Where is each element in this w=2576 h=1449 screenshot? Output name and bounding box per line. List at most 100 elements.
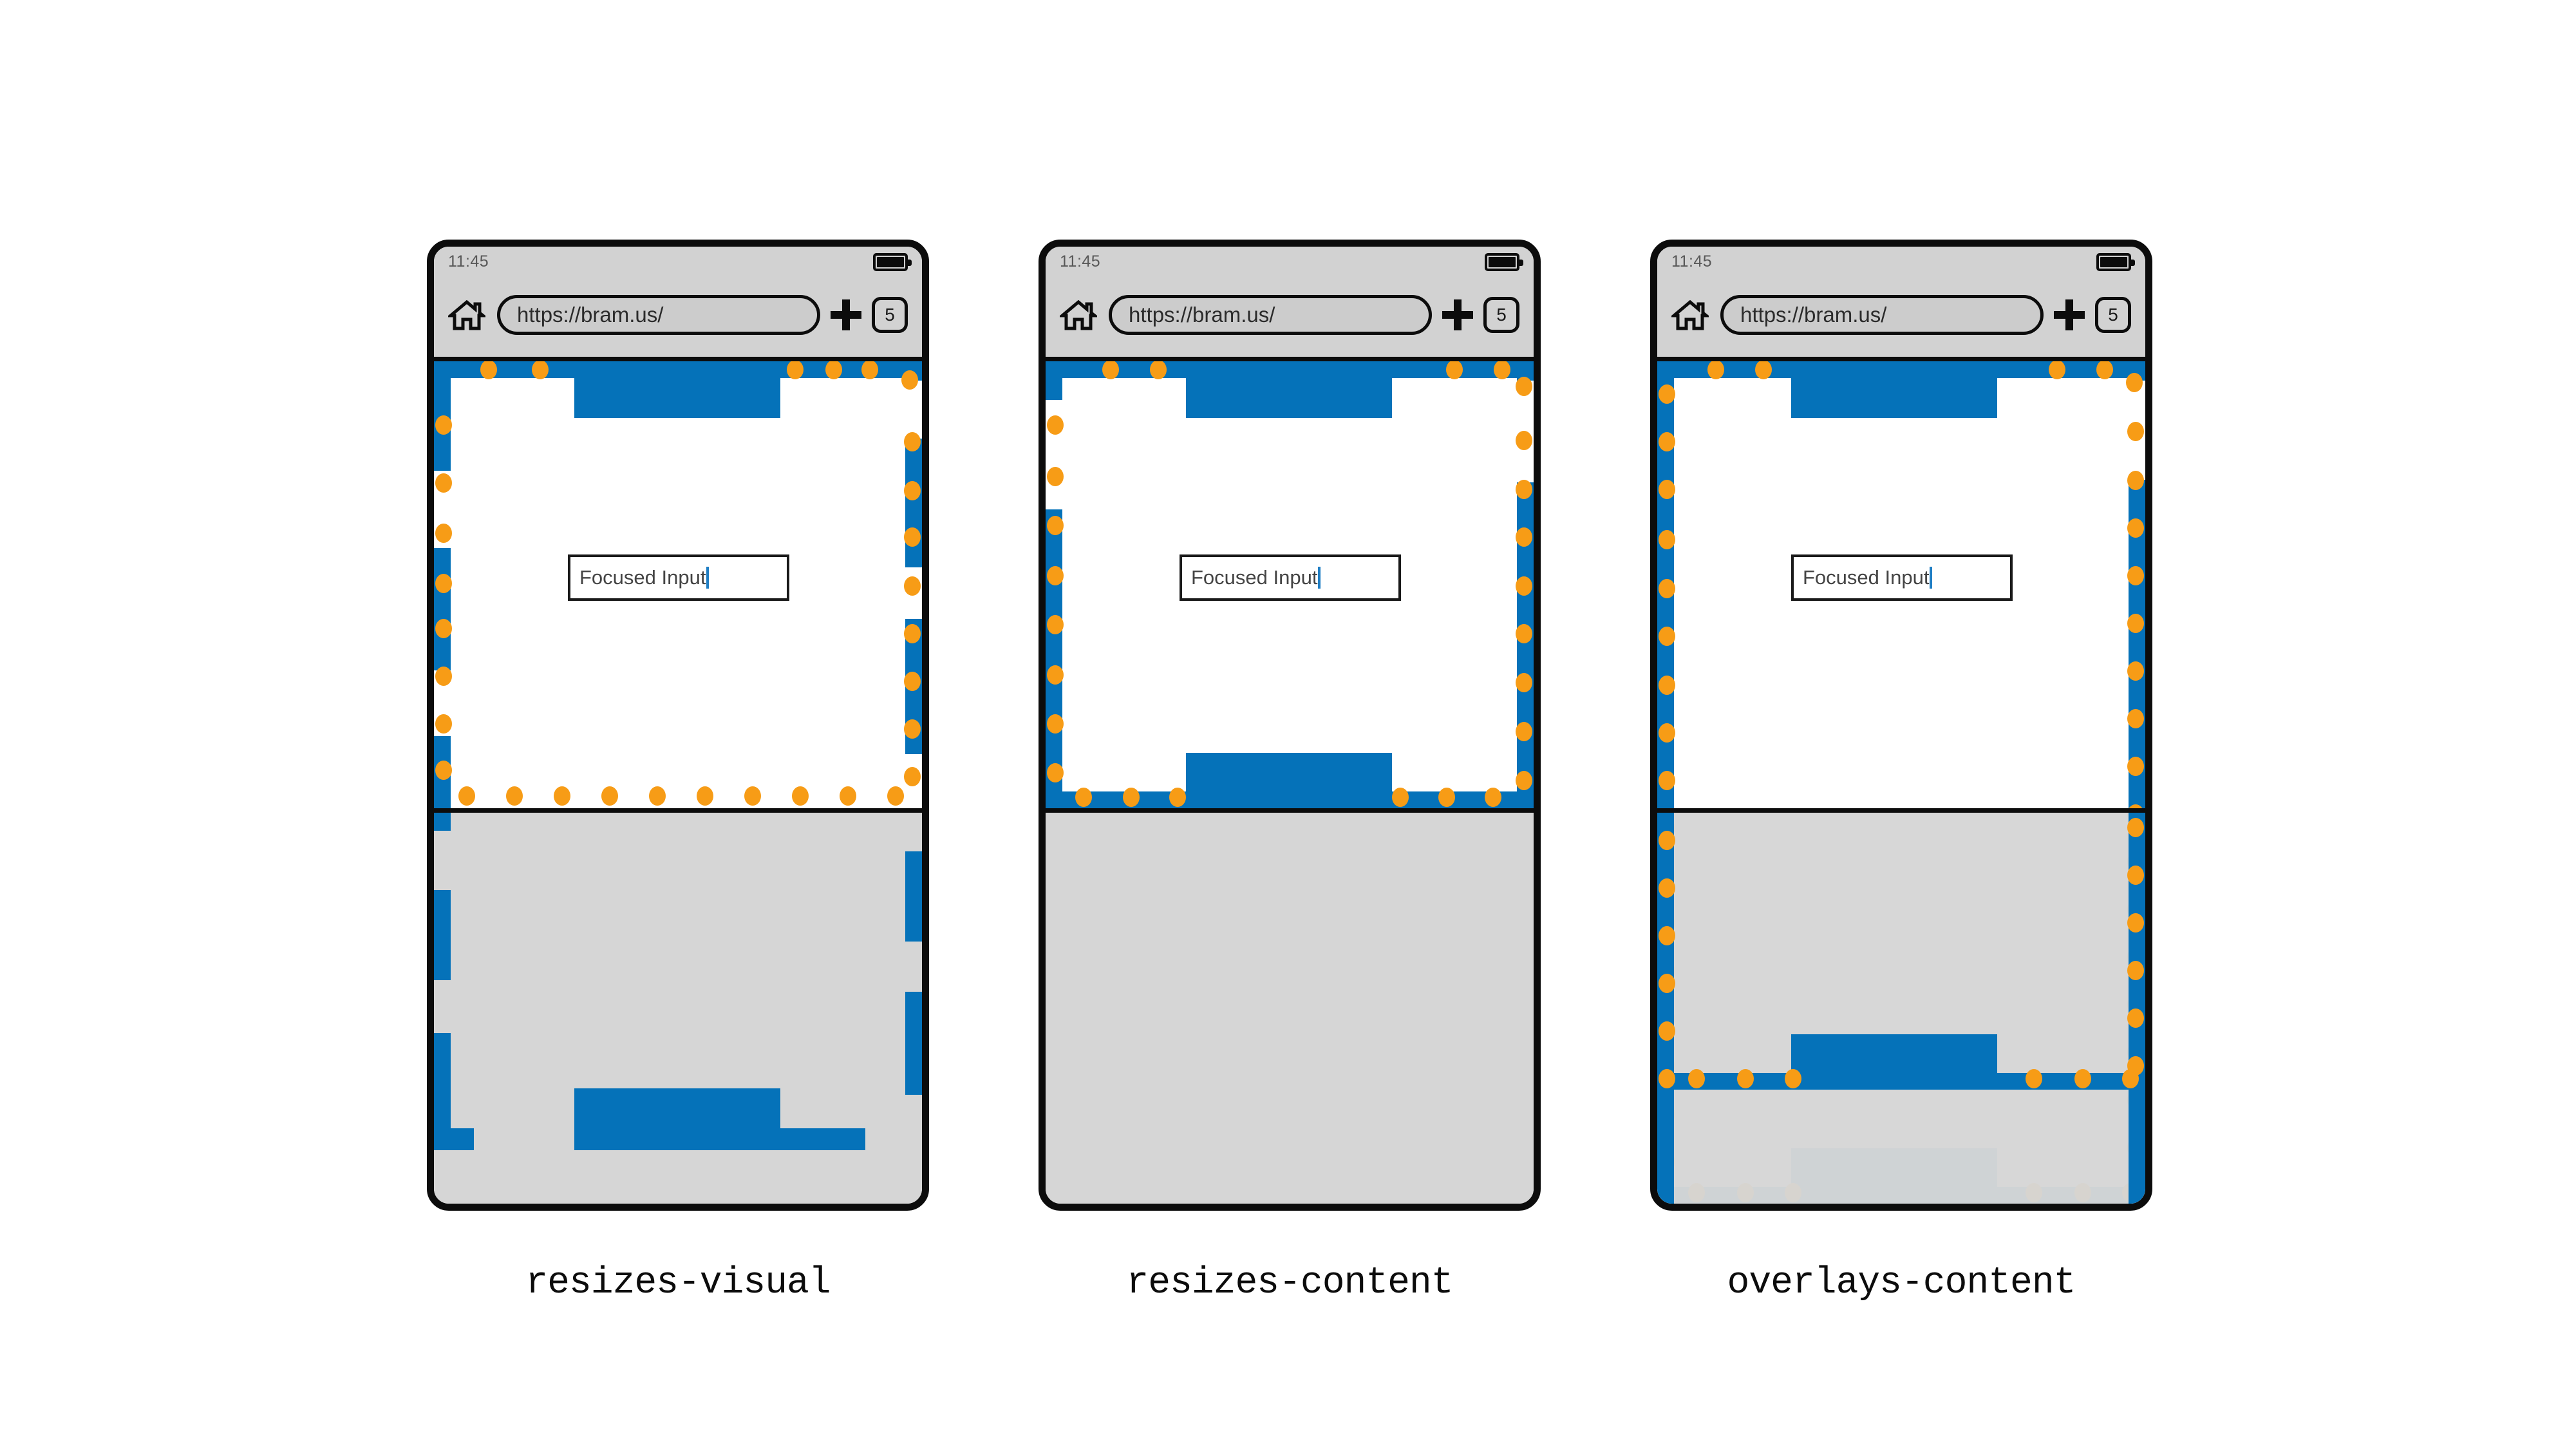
marker-dot [435, 574, 452, 593]
highlight-band-overlay-left [1657, 813, 1674, 1204]
browser-chrome: 11:45 https://bram.us/ 5 [1657, 247, 2145, 361]
marker-dot [1169, 788, 1186, 807]
marker-dot [506, 786, 523, 806]
marker-dot [1659, 723, 1675, 743]
marker-dot [2126, 373, 2143, 392]
text-caret [706, 567, 710, 589]
plus-icon[interactable] [1442, 299, 1473, 330]
text-caret [1930, 567, 1933, 589]
marker-dot [1659, 831, 1675, 850]
home-icon[interactable] [1060, 296, 1097, 334]
marker-dot [2127, 471, 2144, 490]
marker-dot [1047, 467, 1064, 486]
marker-dot [2127, 913, 2144, 933]
marker-dot [1659, 926, 1675, 945]
battery-full-icon [873, 253, 912, 271]
url-bar[interactable]: https://bram.us/ [1720, 295, 2044, 335]
status-bar: 11:45 [1046, 247, 1534, 278]
marker-dot [904, 432, 921, 451]
plus-icon[interactable] [831, 299, 861, 330]
url-bar[interactable]: https://bram.us/ [1109, 295, 1432, 335]
highlight-block-top-center [574, 361, 780, 418]
marker-dot [861, 361, 878, 379]
marker-dot [1737, 1069, 1754, 1088]
highlight-block-kbd-center [574, 1088, 780, 1150]
highlight-block-kbd-center-tail [780, 1128, 865, 1150]
marker-dot [1785, 1069, 1801, 1088]
viewport-content: Focused Input [1046, 361, 1534, 808]
marker-dot [1659, 480, 1675, 499]
marker-dot [1446, 361, 1463, 379]
marker-dot [435, 761, 452, 780]
focused-input[interactable]: Focused Input [568, 554, 789, 601]
marker-dot [1707, 361, 1724, 379]
focused-input-value: Focused Input [1803, 566, 1930, 589]
tab-count-badge[interactable]: 5 [1483, 297, 1519, 333]
status-clock: 11:45 [1060, 252, 1101, 270]
marker-dot [480, 361, 497, 379]
marker-dot [1659, 974, 1675, 993]
marker-dot [1047, 566, 1064, 585]
home-icon[interactable] [448, 296, 485, 334]
marker-dot [435, 473, 452, 493]
plus-icon[interactable] [2054, 299, 2085, 330]
marker-dot [697, 786, 713, 806]
marker-dot [1438, 788, 1455, 807]
highlight-band-kbd-right-seg1 [905, 851, 922, 942]
marker-dot [1047, 714, 1064, 734]
marker-dot [1392, 788, 1409, 807]
marker-dot [1516, 431, 1532, 450]
virtual-keyboard[interactable] [434, 808, 922, 1204]
focused-input[interactable]: Focused Input [1180, 554, 1401, 601]
marker-dot [435, 619, 452, 638]
phone-screen: 11:45 https://bram.us/ 5 [434, 247, 922, 1204]
marker-dot [1494, 361, 1510, 379]
tab-count-badge[interactable]: 5 [872, 297, 908, 333]
marker-dot [1047, 615, 1064, 634]
marker-dot [825, 361, 842, 379]
status-clock: 11:45 [1671, 252, 1713, 270]
marker-dot [904, 719, 921, 739]
marker-dot [904, 576, 921, 596]
marker-dot [1047, 763, 1064, 782]
url-bar[interactable]: https://bram.us/ [497, 295, 820, 335]
marker-dot [2122, 1069, 2139, 1088]
status-bar: 11:45 [434, 247, 922, 278]
url-text: https://bram.us/ [1740, 303, 1887, 327]
marker-dot [435, 415, 452, 435]
marker-dot [2127, 961, 2144, 980]
status-bar: 11:45 [1657, 247, 2145, 278]
virtual-keyboard[interactable] [1046, 808, 1534, 1204]
marker-dot [1516, 624, 1532, 643]
marker-dot [1516, 527, 1532, 547]
highlight-block-bottom-center [1186, 753, 1392, 808]
marker-dot [1047, 665, 1064, 685]
marker-dot [2096, 361, 2113, 379]
home-icon[interactable] [1671, 296, 1709, 334]
virtual-keyboard[interactable] [1657, 808, 2145, 1204]
focused-input[interactable]: Focused Input [1791, 554, 2013, 601]
highlight-band-kbd-left-seg0 [434, 813, 451, 831]
marker-dot [744, 786, 761, 806]
marker-dot [649, 786, 666, 806]
marker-dot [1485, 788, 1501, 807]
caption-overlays-content: overlays-content [1727, 1262, 2076, 1304]
highlight-band-kbd-left-seg1 [434, 890, 451, 980]
url-text: https://bram.us/ [517, 303, 664, 327]
marker-dot [904, 624, 921, 643]
marker-dot [435, 714, 452, 734]
marker-dot [2127, 614, 2144, 633]
marker-dot [787, 361, 804, 379]
tab-count-badge[interactable]: 5 [2095, 297, 2131, 333]
browser-toolbar: https://bram.us/ 5 [1046, 278, 1534, 352]
marker-dot [1516, 377, 1532, 396]
highlight-band-right-seg1 [905, 439, 922, 567]
highlight-band-left-seg2 [434, 548, 451, 670]
status-clock: 11:45 [448, 252, 489, 270]
marker-dot [2074, 1069, 2091, 1088]
marker-dot [2127, 757, 2144, 776]
marker-dot [2127, 818, 2144, 837]
marker-dot [1047, 415, 1064, 435]
marker-dot [1755, 361, 1772, 379]
marker-dot [2127, 709, 2144, 728]
